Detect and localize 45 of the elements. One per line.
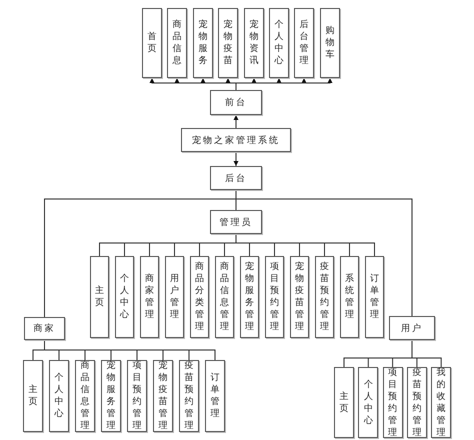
module-box: 我的收藏管理 — [431, 367, 452, 438]
arrow — [234, 114, 238, 128]
module-box: 个人中心 — [49, 360, 69, 432]
module-box: 项目预约管理 — [382, 367, 403, 438]
module-box: 疫苗预约管理 — [406, 367, 427, 438]
module-box: 个人中心 — [358, 367, 378, 438]
module-box: 订单管理 — [205, 360, 225, 432]
connector-line — [412, 340, 442, 368]
module-box: 商品信息管理 — [215, 256, 234, 338]
module-box: 项目预约管理 — [127, 360, 147, 432]
module-box: 购物车 — [320, 8, 340, 78]
arrow — [234, 152, 238, 166]
module-box: 主页 — [334, 367, 354, 438]
module-box: 项目预约管理 — [265, 256, 284, 338]
system-box: 用户 — [389, 316, 435, 340]
module-box: 用户管理 — [165, 256, 184, 338]
module-box: 个人中心 — [115, 256, 134, 338]
module-box: 后台管理 — [294, 8, 314, 78]
module-box: 宠物服务 — [193, 8, 213, 78]
system-box: 商家 — [24, 317, 65, 340]
module-box: 主页 — [23, 360, 43, 432]
connector-line — [44, 340, 216, 360]
module-box: 宠物疫苗管理 — [153, 360, 173, 432]
module-box: 疫苗预约管理 — [179, 360, 199, 432]
module-box: 首页 — [142, 8, 162, 78]
system-box: 前台 — [210, 90, 262, 115]
module-box: 宠物资讯 — [244, 8, 264, 78]
system-box: 宠物之家管理系统 — [181, 128, 291, 152]
module-box: 宠物服务管理 — [240, 256, 259, 338]
module-box: 订单管理 — [365, 256, 384, 338]
module-box: 系统管理 — [340, 256, 359, 338]
module-box: 个人中心 — [269, 8, 289, 78]
connector-line — [236, 190, 412, 316]
module-box: 宠物疫苗管理 — [290, 256, 309, 338]
module-box: 宠物服务管理 — [101, 360, 121, 432]
system-box: 管理员 — [210, 210, 262, 234]
module-box: 商品分类管理 — [190, 256, 209, 338]
module-box: 主页 — [90, 256, 109, 338]
module-box: 商品信息 — [167, 8, 187, 78]
system-box: 后台 — [210, 166, 262, 190]
module-box: 商家管理 — [140, 256, 159, 338]
module-box: 商品信息管理 — [75, 360, 95, 432]
module-box: 疫苗预约管理 — [315, 256, 334, 338]
module-box: 宠物疫苗 — [218, 8, 238, 78]
connector-line — [236, 234, 375, 256]
